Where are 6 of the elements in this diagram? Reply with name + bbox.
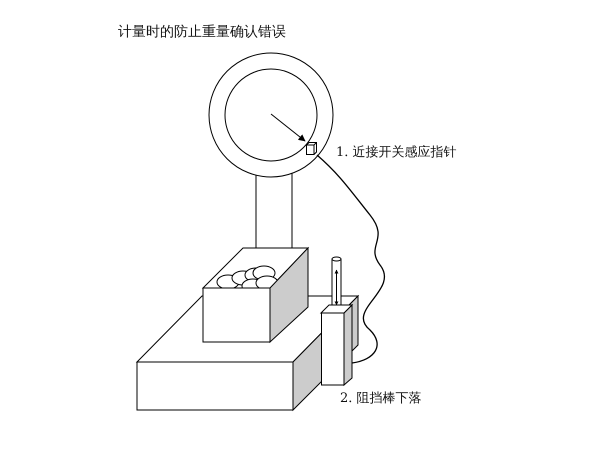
stopper-block: [321, 305, 352, 386]
title: 计量时的防止重量确认错误: [118, 24, 286, 40]
proximity-sensor: [306, 142, 317, 155]
cable: [316, 154, 386, 364]
callout-text: 2. 阻挡棒下落: [340, 391, 422, 407]
callout-text: 1. 近接开关感应指针: [336, 145, 457, 161]
